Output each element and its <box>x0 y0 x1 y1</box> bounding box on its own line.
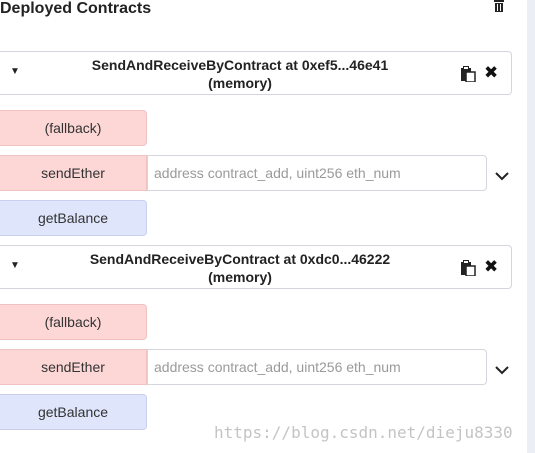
send-ether-button[interactable]: sendEther <box>0 349 147 385</box>
fallback-button[interactable]: (fallback) <box>0 110 147 146</box>
watermark-text: https://blog.csdn.net/dieju8330 <box>214 423 513 442</box>
deployed-contracts-header: Deployed Contracts <box>0 0 520 22</box>
get-balance-button[interactable]: getBalance <box>0 394 147 430</box>
close-icon[interactable]: ✖ <box>484 257 499 276</box>
chevron-down-icon[interactable] <box>494 168 510 184</box>
vertical-scrollbar[interactable] <box>527 0 535 453</box>
instance-title-line2: (memory) <box>208 269 272 285</box>
clipboard-icon[interactable] <box>460 66 476 82</box>
get-balance-button[interactable]: getBalance <box>0 200 147 236</box>
send-ether-button[interactable]: sendEther <box>0 155 147 191</box>
caret-down-icon[interactable]: ▼ <box>10 66 20 77</box>
contract-instance-header[interactable]: ▼ SendAndReceiveByContract at 0xdc0...46… <box>0 245 512 289</box>
send-ether-args-input[interactable] <box>147 155 487 191</box>
chevron-down-icon[interactable] <box>494 362 510 378</box>
instance-title-line1: SendAndReceiveByContract at 0xdc0...4622… <box>89 251 391 267</box>
send-ether-args-input[interactable] <box>147 349 487 385</box>
instance-title-line1: SendAndReceiveByContract at 0xef5...46e4… <box>91 57 389 73</box>
contract-instance-header[interactable]: ▼ SendAndReceiveByContract at 0xef5...46… <box>0 51 512 95</box>
caret-down-icon[interactable]: ▼ <box>10 260 20 271</box>
instance-title-line2: (memory) <box>208 75 272 91</box>
section-title: Deployed Contracts <box>0 0 152 17</box>
close-icon[interactable]: ✖ <box>484 63 499 82</box>
contract-instance-title: SendAndReceiveByContract at 0xdc0...4622… <box>40 250 440 286</box>
fallback-button[interactable]: (fallback) <box>0 304 147 340</box>
contract-instance-title: SendAndReceiveByContract at 0xef5...46e4… <box>40 56 440 92</box>
clipboard-icon[interactable] <box>460 260 476 276</box>
trash-icon[interactable] <box>492 0 506 12</box>
